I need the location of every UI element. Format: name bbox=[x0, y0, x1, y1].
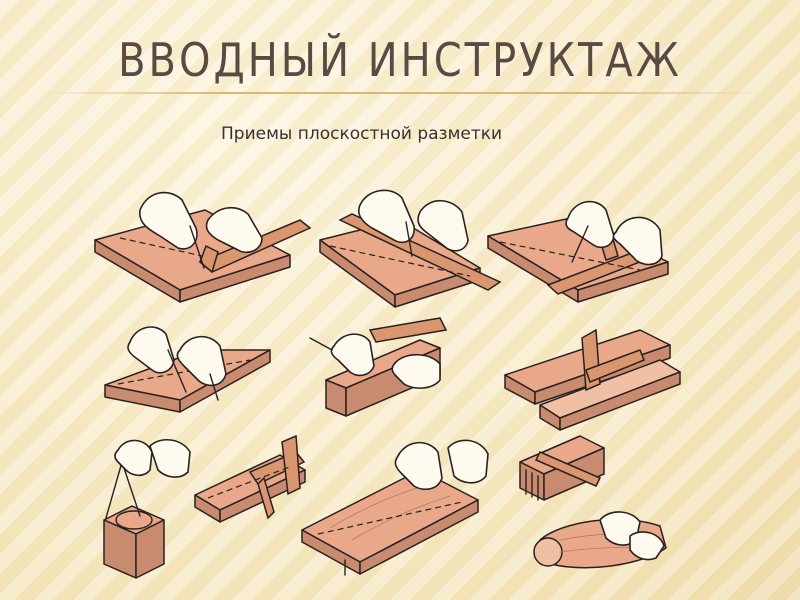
panel-log-marking bbox=[533, 511, 667, 569]
panel-square-edge-marking bbox=[487, 200, 669, 303]
title-divider bbox=[40, 92, 760, 94]
slide-title: ВВОДНЫЙ ИНСТРУКТАЖ bbox=[118, 34, 682, 88]
panel-gauge-marking bbox=[104, 326, 271, 413]
panel-square-on-beams bbox=[504, 328, 681, 431]
panel-compass-on-block bbox=[103, 439, 191, 579]
panel-ruler-marking bbox=[319, 189, 502, 308]
slide-subtitle: Приемы плоскостной разметки bbox=[221, 124, 503, 144]
panel-string-line-marking bbox=[301, 439, 489, 576]
panel-beam-end-gauge bbox=[519, 435, 605, 501]
panel-beam-gauge bbox=[309, 317, 448, 417]
panel-square-marking bbox=[94, 191, 312, 303]
panel-gauge-on-board bbox=[194, 434, 306, 523]
